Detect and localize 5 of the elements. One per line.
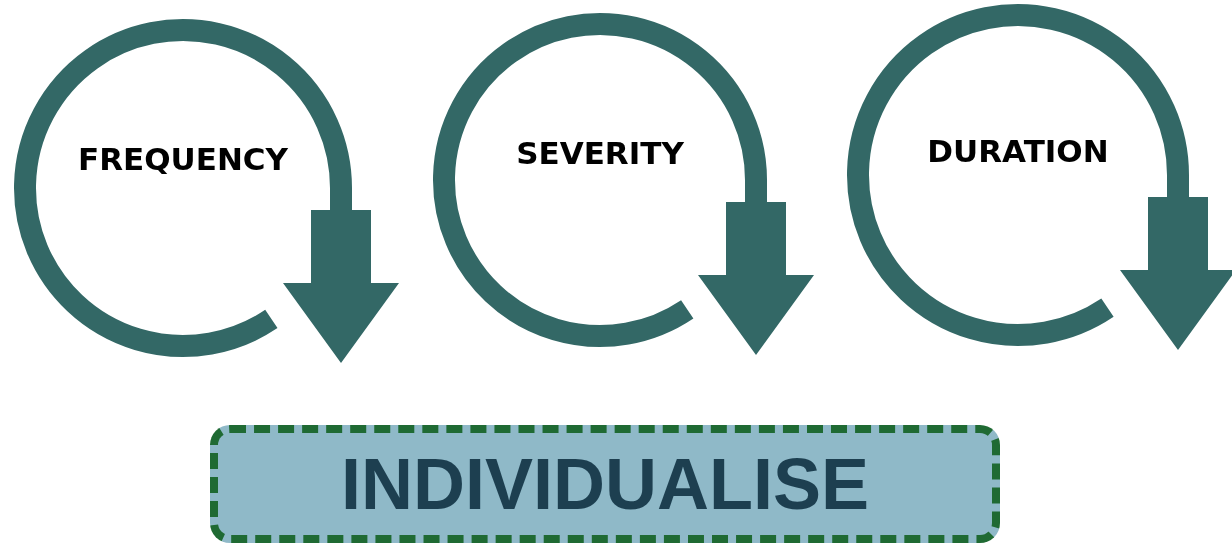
node-label: SEVERITY [516,135,684,171]
node-label: DURATION [927,133,1109,169]
node-label: FREQUENCY [77,141,289,177]
dashed-banner [210,425,1000,543]
banner-title: INDIVIDUALISE [340,443,869,525]
